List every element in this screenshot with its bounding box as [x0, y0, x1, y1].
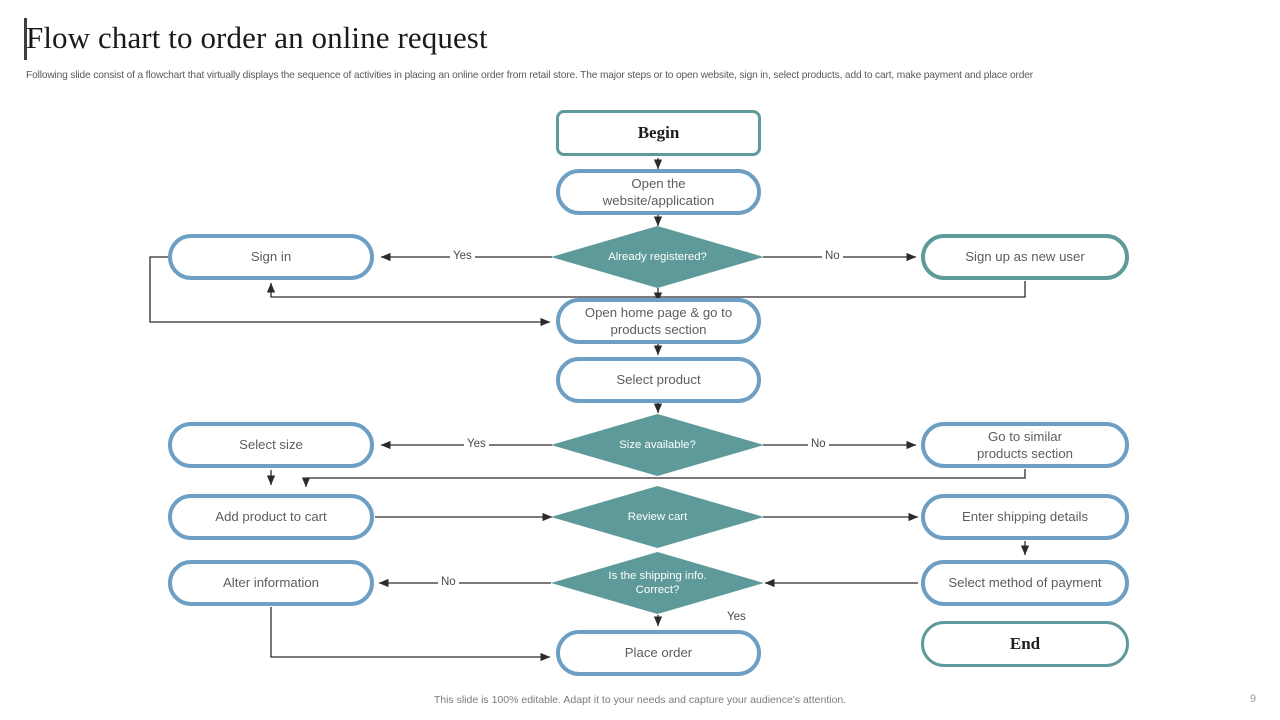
node-open-website-label-line2: website/application — [602, 193, 715, 208]
node-sign-up-label: Sign up as new user — [965, 249, 1085, 265]
title-accent-bar — [24, 18, 27, 60]
node-sign-up[interactable]: Sign up as new user — [921, 234, 1129, 280]
page-title: Flow chart to order an online request — [26, 20, 488, 55]
node-enter-shipping-details[interactable]: Enter shipping details — [921, 494, 1129, 540]
node-place-order[interactable]: Place order — [556, 630, 761, 676]
page-number: 9 — [1250, 693, 1257, 705]
node-alter-information-label: Alter information — [222, 575, 319, 591]
edge-label-shipping-yes: Yes — [724, 611, 749, 623]
decision-size-available[interactable]: Size available? — [551, 414, 764, 476]
node-alter-information[interactable]: Alter information — [168, 560, 374, 606]
node-open-home-page[interactable]: Open home page & go to products section — [556, 298, 761, 344]
decision-shipping-info-correct-label-line1: Is the shipping info. — [608, 569, 707, 582]
footer-note: This slide is 100% editable. Adapt it to… — [433, 694, 847, 706]
edge-label-registered-no: No — [822, 250, 843, 262]
node-end-label: End — [1009, 633, 1041, 653]
page-subtitle: Following slide consist of a flowchart t… — [26, 70, 1034, 81]
node-go-similar-products-label-line2: products section — [976, 446, 1074, 461]
node-select-payment-method[interactable]: Select method of payment — [921, 560, 1129, 606]
node-select-size-label: Select size — [239, 437, 303, 453]
node-open-home-page-label-line1: Open home page & go to — [584, 304, 733, 320]
decision-review-cart[interactable]: Review cart — [551, 486, 764, 548]
node-sign-in[interactable]: Sign in — [168, 234, 374, 280]
node-end[interactable]: End — [921, 621, 1129, 667]
edge-label-size-no: No — [808, 438, 829, 450]
decision-size-available-label: Size available? — [619, 438, 696, 451]
node-add-product-to-cart[interactable]: Add product to cart — [168, 494, 374, 540]
node-begin[interactable]: Begin — [556, 110, 761, 156]
decision-already-registered[interactable]: Already registered? — [551, 226, 764, 288]
node-select-product-label: Select product — [616, 372, 701, 388]
decision-already-registered-label: Already registered? — [608, 250, 707, 263]
node-enter-shipping-details-label: Enter shipping details — [961, 509, 1089, 525]
edge-label-registered-yes: Yes — [450, 250, 475, 262]
edge-label-shipping-no: No — [438, 576, 459, 588]
decision-shipping-info-correct-label-line2: Correct? — [635, 584, 680, 596]
decision-shipping-info-correct[interactable]: Is the shipping info. Correct? — [551, 552, 764, 614]
node-go-similar-products[interactable]: Go to similar products section — [921, 422, 1129, 468]
node-open-website-label-line1: Open the — [631, 175, 686, 191]
node-open-website[interactable]: Open the website/application — [556, 169, 761, 215]
node-begin-label: Begin — [637, 122, 680, 142]
node-add-product-to-cart-label: Add product to cart — [215, 509, 327, 525]
decision-review-cart-label: Review cart — [627, 510, 688, 523]
node-select-size[interactable]: Select size — [168, 422, 374, 468]
node-select-product[interactable]: Select product — [556, 357, 761, 403]
node-place-order-label: Place order — [624, 645, 693, 661]
node-go-similar-products-label-line1: Go to similar — [987, 428, 1062, 444]
edge-label-size-yes: Yes — [464, 438, 489, 450]
node-open-home-page-label-line2: products section — [610, 322, 707, 337]
node-select-payment-method-label: Select method of payment — [948, 575, 1102, 591]
flowchart: Begin Open the website/application Alrea… — [0, 95, 1280, 685]
node-sign-in-label: Sign in — [250, 249, 292, 265]
